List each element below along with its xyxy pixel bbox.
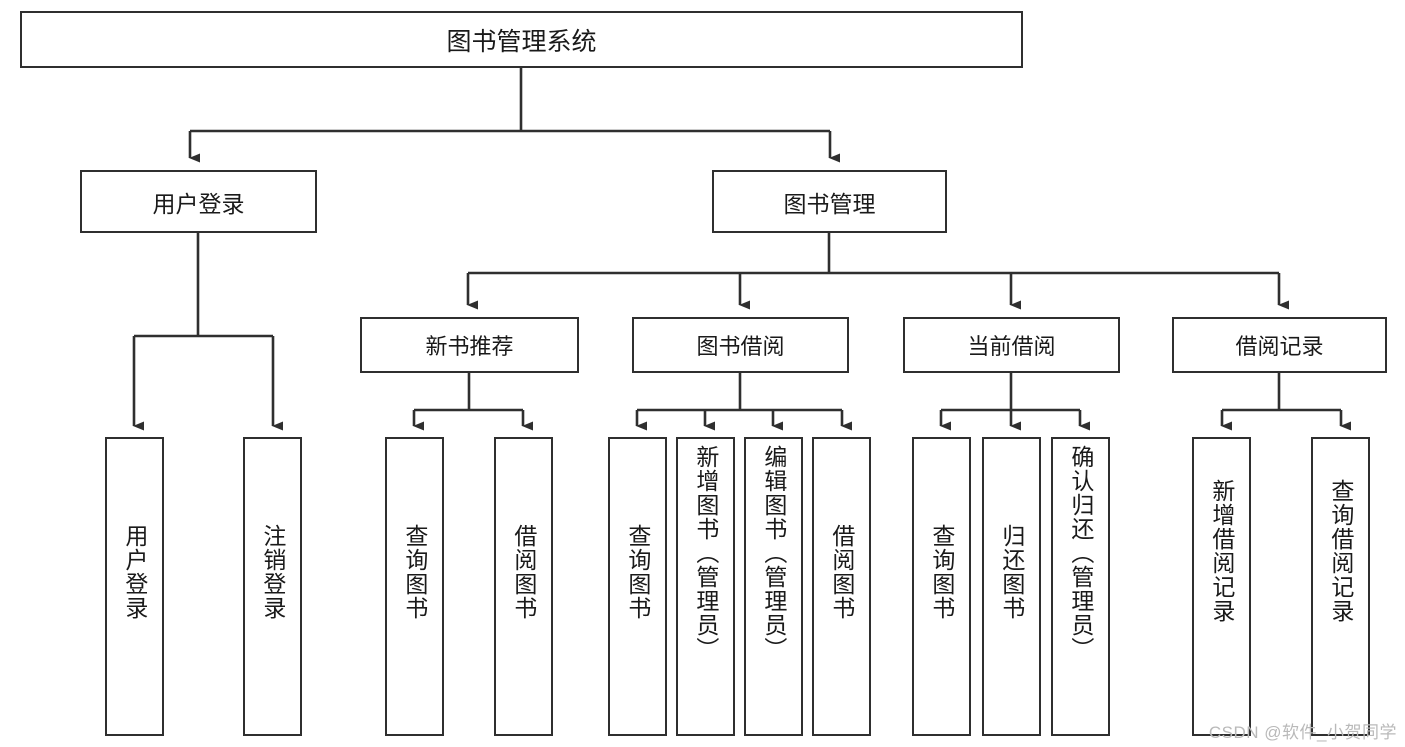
leaf-query-book-3[interactable]: 查询图书	[912, 437, 971, 736]
leaf-edit-book-label: 编辑图书（管理员）	[760, 445, 787, 661]
leaf-user-logout[interactable]: 注销登录	[243, 437, 302, 736]
node-new-book-recommend-label: 新书推荐	[425, 334, 514, 359]
node-user-login-label: 用户登录	[152, 190, 245, 217]
leaf-add-record-label: 新增借阅记录	[1208, 479, 1235, 623]
leaf-query-book-2-label: 查询图书	[624, 524, 651, 620]
watermark: CSDN @软件_小贺同学	[1208, 723, 1397, 742]
leaf-borrow-book-2-label: 借阅图书	[828, 524, 855, 620]
node-user-login[interactable]: 用户登录	[80, 170, 317, 233]
leaf-add-book-label: 新增图书（管理员）	[692, 445, 719, 661]
leaf-add-book[interactable]: 新增图书（管理员）	[676, 437, 735, 736]
node-current-borrow-label: 当前借阅	[967, 334, 1056, 359]
leaf-edit-book[interactable]: 编辑图书（管理员）	[744, 437, 803, 736]
node-current-borrow[interactable]: 当前借阅	[903, 317, 1120, 373]
node-borrow-record-label: 借阅记录	[1235, 334, 1324, 359]
node-root[interactable]: 图书管理系统	[20, 11, 1023, 68]
leaf-return-book-label: 归还图书	[998, 524, 1025, 620]
leaf-query-book-3-label: 查询图书	[928, 524, 955, 620]
node-book-borrow[interactable]: 图书借阅	[632, 317, 849, 373]
leaf-user-logout-label: 注销登录	[259, 524, 286, 620]
leaf-add-record[interactable]: 新增借阅记录	[1192, 437, 1251, 736]
leaf-query-book-2[interactable]: 查询图书	[608, 437, 667, 736]
leaf-return-book[interactable]: 归还图书	[982, 437, 1041, 736]
leaf-query-book-1-label: 查询图书	[401, 524, 428, 620]
leaf-query-record-label: 查询借阅记录	[1327, 479, 1354, 623]
leaf-borrow-book-2[interactable]: 借阅图书	[812, 437, 871, 736]
leaf-borrow-book-1-label: 借阅图书	[510, 524, 537, 620]
leaf-confirm-return-label: 确认归还（管理员）	[1067, 445, 1094, 661]
leaf-query-record[interactable]: 查询借阅记录	[1311, 437, 1370, 736]
leaf-confirm-return[interactable]: 确认归还（管理员）	[1051, 437, 1110, 736]
leaf-borrow-book-1[interactable]: 借阅图书	[494, 437, 553, 736]
leaf-user-login-label: 用户登录	[121, 524, 148, 620]
node-book-borrow-label: 图书借阅	[696, 334, 785, 359]
node-book-manage-label: 图书管理	[783, 190, 876, 217]
leaf-query-book-1[interactable]: 查询图书	[385, 437, 444, 736]
node-new-book-recommend[interactable]: 新书推荐	[360, 317, 579, 373]
node-book-manage[interactable]: 图书管理	[712, 170, 947, 233]
node-borrow-record[interactable]: 借阅记录	[1172, 317, 1387, 373]
node-root-label: 图书管理系统	[446, 27, 597, 56]
leaf-user-login[interactable]: 用户登录	[105, 437, 164, 736]
